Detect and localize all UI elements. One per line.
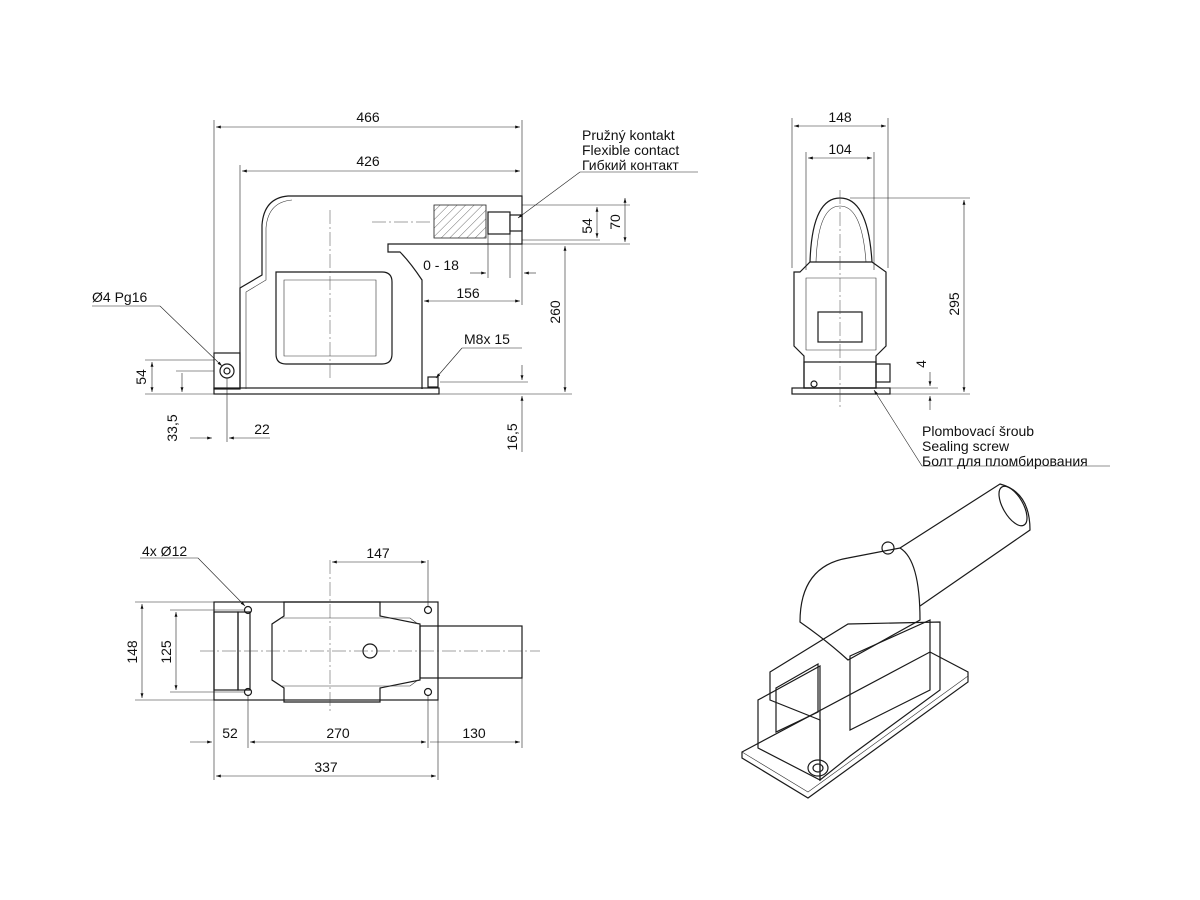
- top-body-edges: [282, 617, 419, 687]
- iso-mark-circle: [881, 541, 895, 555]
- iso-side-window: [849, 619, 931, 731]
- terminal-gland: [219, 363, 235, 379]
- dim-side-height: 295: [946, 292, 962, 316]
- iso-front-window: [775, 662, 819, 733]
- top-body: [271, 601, 421, 703]
- iso-gland: [807, 759, 829, 777]
- side-dome: [809, 197, 873, 263]
- side-base-plate: [791, 387, 891, 395]
- dim-terminal-height: 54: [133, 369, 149, 385]
- side-dome-inner: [815, 205, 867, 263]
- dim-height: 260: [547, 300, 563, 324]
- seal-screw: [810, 380, 818, 388]
- callout-contact-en: Flexible contact: [582, 142, 679, 158]
- side-body-inner: [805, 277, 877, 351]
- side-gland: [875, 363, 891, 383]
- iso-dome: [799, 547, 921, 661]
- iso-tube: [899, 483, 1031, 607]
- mount-hole-3: [243, 687, 253, 697]
- dim-base-thickness: 16,5: [504, 423, 520, 450]
- iso-body: [769, 621, 941, 782]
- dim-top-width: 148: [124, 640, 140, 664]
- callout-ground-screw: M8x 15: [464, 331, 510, 347]
- top-tube: [419, 625, 523, 679]
- callout-holes: 4x Ø12: [142, 543, 187, 559]
- callout-seal-cz: Plombovací šroub: [922, 423, 1034, 439]
- dim-terminal-offset-h: 22: [254, 421, 270, 437]
- dim-contact-h1: 54: [579, 218, 595, 234]
- callout-seal-en: Sealing screw: [922, 438, 1010, 454]
- mount-hole-2: [423, 605, 433, 615]
- dim-hole-pitch-h: 270: [326, 725, 350, 741]
- top-view: 4x Ø12 147 148 125 52 270 130 337: [124, 543, 540, 780]
- terminal-gland-core: [223, 367, 231, 375]
- contact-section: [433, 204, 487, 239]
- dim-left-offset: 52: [222, 725, 238, 741]
- body-inner-line: [245, 199, 293, 389]
- mount-hole-1: [243, 605, 253, 615]
- front-window-inner: [283, 279, 377, 357]
- dim-contact-h2: 70: [607, 214, 623, 230]
- dim-overall-length: 466: [356, 109, 380, 125]
- dim-tube-overhang: 130: [462, 725, 486, 741]
- flexible-contact-tip: [509, 214, 523, 232]
- iso-terminal-face: [757, 664, 821, 781]
- dim-base-length: 337: [314, 759, 338, 775]
- isometric-view: [741, 483, 1031, 799]
- dim-side-inner-width: 104: [828, 141, 852, 157]
- callout-contact-ru: Гибкий контакт: [582, 157, 679, 173]
- callout-contact-cz: Pružný kontakt: [582, 127, 675, 143]
- iso-base-edge: [741, 675, 969, 793]
- side-view: 148 104 295 4 Plombovací šroub Sealing s…: [791, 109, 1110, 469]
- dim-contact-range: 0 - 18: [423, 257, 459, 273]
- mount-hole-4: [423, 687, 433, 697]
- dim-body-length: 426: [356, 153, 380, 169]
- callout-terminal: Ø4 Pg16: [92, 289, 147, 305]
- front-window: [275, 271, 393, 365]
- flexible-contact-body: [487, 211, 511, 235]
- dim-side-width: 148: [828, 109, 852, 125]
- base-plate: [213, 387, 440, 395]
- dim-terminal-offset-v: 33,5: [164, 414, 180, 441]
- dim-side-base-step: 4: [913, 360, 929, 368]
- iso-tube-end: [998, 485, 1028, 527]
- dim-hole-to-edge: 147: [366, 545, 390, 561]
- callout-seal-ru: Болт для пломбирования: [922, 453, 1088, 469]
- dim-contact-offset: 156: [456, 285, 480, 301]
- iso-gland-core: [812, 763, 824, 773]
- dim-hole-pitch-v: 125: [158, 640, 174, 664]
- front-view: 466 426 54 70 0 - 18 156 260 16,5: [92, 109, 698, 452]
- ground-screw: [427, 376, 439, 388]
